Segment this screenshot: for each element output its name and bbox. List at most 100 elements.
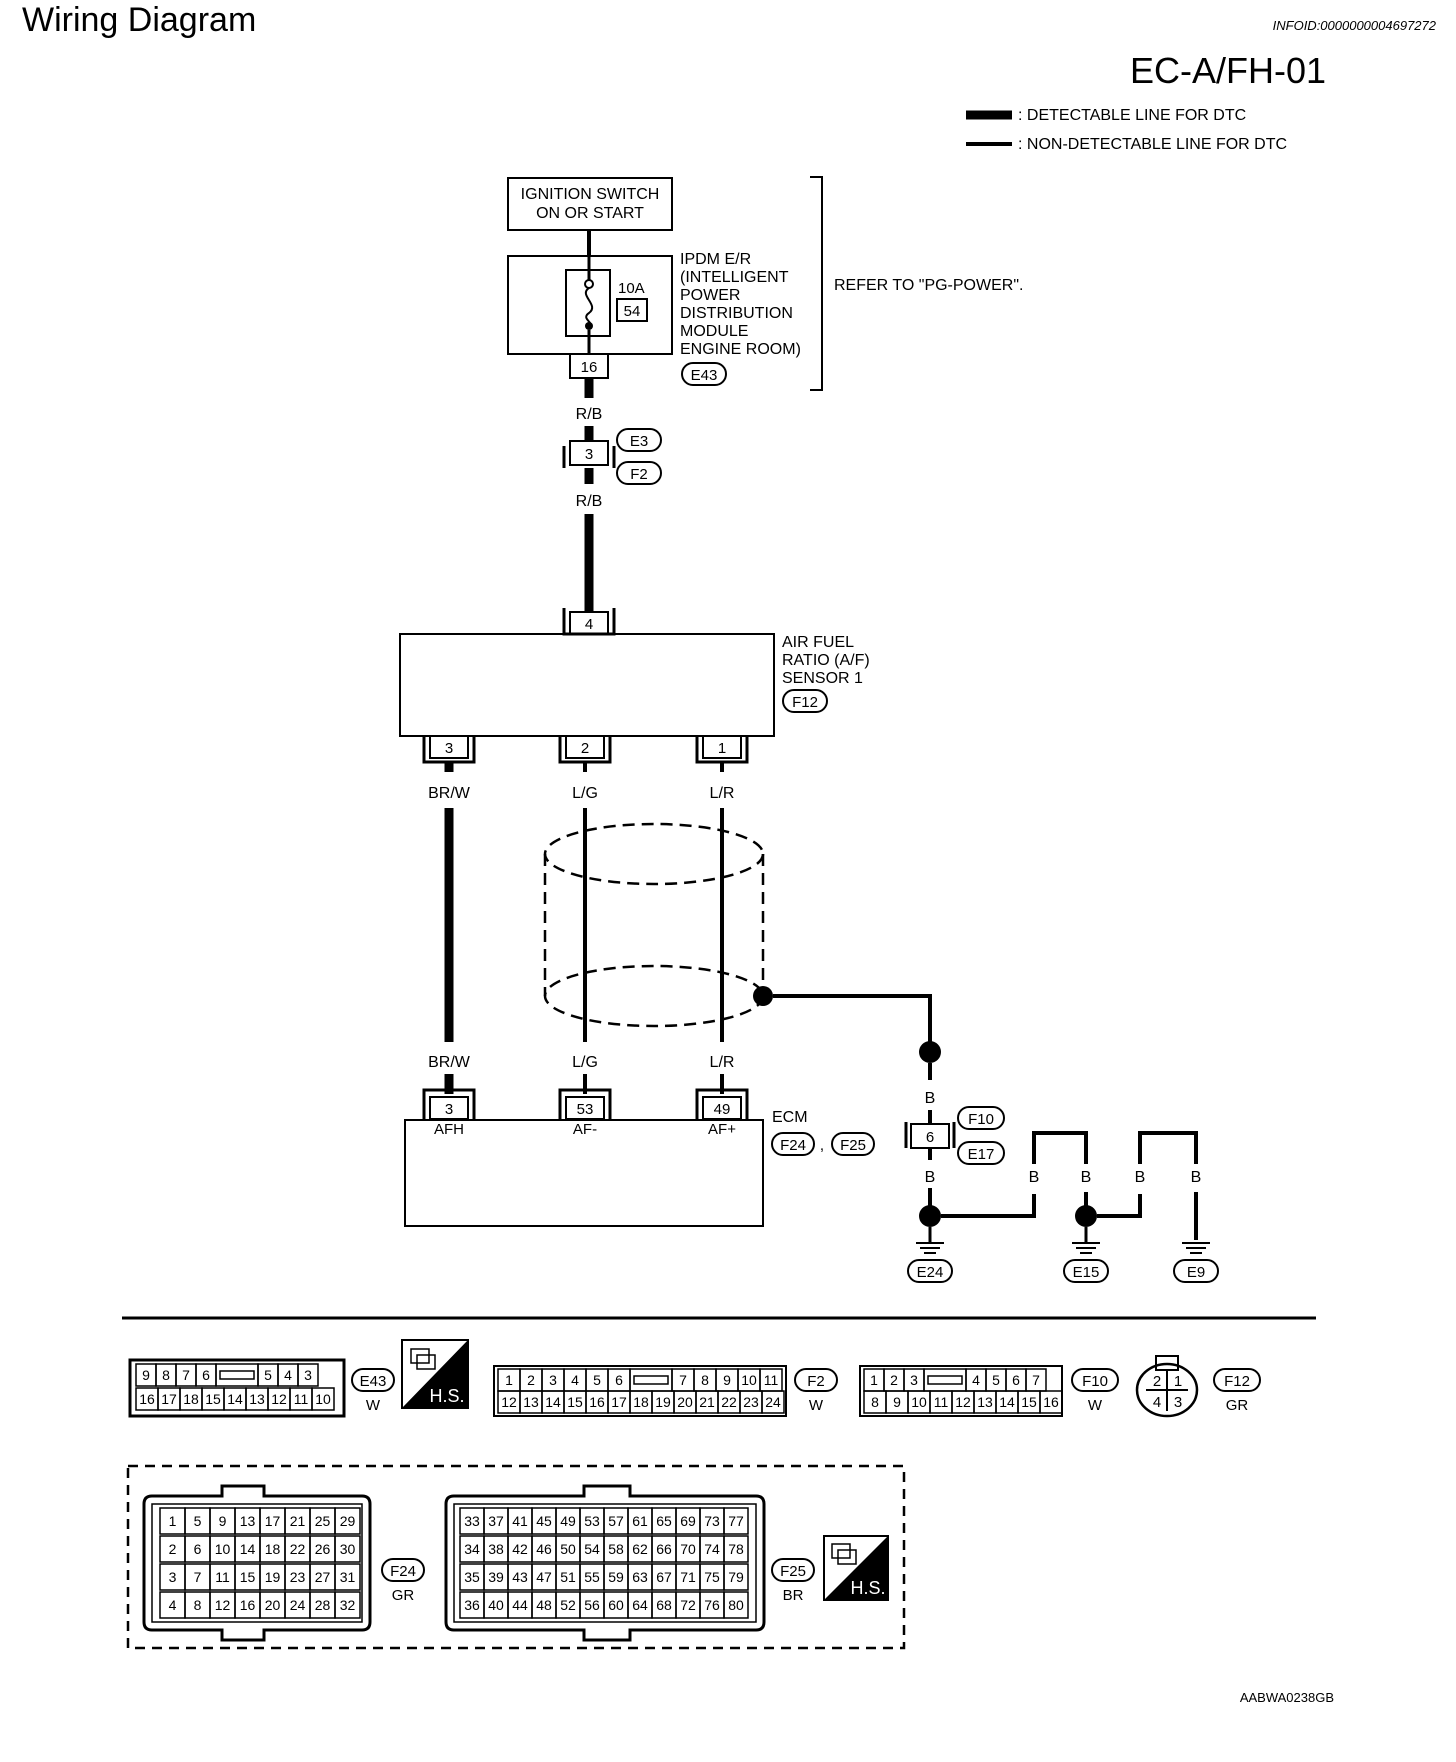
info-id: INFOID:0000000004697272	[1272, 18, 1436, 33]
f25-pin-80: 80	[728, 1597, 744, 1613]
ground-joint-connector: 6 F10 E17	[904, 1106, 1005, 1165]
f25-pin-79: 79	[728, 1569, 744, 1585]
f24-pin-32: 32	[340, 1597, 356, 1613]
wire-label-b-f: B	[1191, 1169, 1202, 1186]
f25-pin-39: 39	[488, 1569, 504, 1585]
connector-latch-slot	[927, 1375, 963, 1385]
f25-pin-44: 44	[512, 1597, 528, 1613]
refer-text: REFER TO "PG-POWER".	[834, 277, 1023, 294]
joint-lower-id: F2	[630, 466, 648, 483]
f10-pin-9: 9	[893, 1394, 901, 1410]
f2-pin-6: 6	[615, 1372, 623, 1388]
f25-pin-60: 60	[608, 1597, 624, 1613]
f25-pin-71: 71	[680, 1569, 696, 1585]
ignition-label-1: IGNITION SWITCH	[521, 186, 660, 203]
e43-pin-6: 6	[202, 1367, 210, 1383]
f25-pin-47: 47	[536, 1569, 552, 1585]
f24-pin-25: 25	[315, 1513, 331, 1529]
f25-pin-46: 46	[536, 1541, 552, 1557]
ecm: 3 53 49 AFH AF- AF+ ECM F24 , F25	[404, 1088, 875, 1227]
ecm-pin-49: 49	[714, 1101, 731, 1118]
f24-pin-22: 22	[290, 1541, 306, 1557]
ecm-pin-53: 53	[577, 1101, 594, 1118]
ground-splice-top	[919, 1041, 941, 1063]
f24-pin-14: 14	[240, 1541, 256, 1557]
f24-pin-27: 27	[315, 1569, 331, 1585]
f12-pin-2: 2	[1153, 1373, 1161, 1390]
ecm-connector-b: F25	[840, 1137, 866, 1154]
f2-id: F2	[807, 1373, 825, 1390]
f24-pin-20: 20	[265, 1597, 281, 1613]
legend-detectable: : DETECTABLE LINE FOR DTC	[1018, 107, 1246, 124]
f2-pin-23: 23	[743, 1394, 759, 1410]
ipdm-label-2: (INTELLIGENT	[680, 269, 789, 286]
f25-pin-36: 36	[464, 1597, 480, 1613]
f2-color: W	[809, 1397, 824, 1414]
f10-pin-6: 6	[1012, 1372, 1020, 1388]
f24-pin-19: 19	[265, 1569, 281, 1585]
f25-pin-57: 57	[608, 1513, 624, 1529]
ecm-label: ECM	[772, 1109, 808, 1126]
e43-pin-18: 18	[183, 1391, 199, 1407]
f2-pin-24: 24	[765, 1394, 781, 1410]
fuse-number: 54	[624, 303, 641, 320]
f24-pin-18: 18	[265, 1541, 281, 1557]
f25-pin-52: 52	[560, 1597, 576, 1613]
f2-pin-13: 13	[523, 1394, 539, 1410]
ipdm-label-4: DISTRIBUTION	[680, 305, 793, 322]
f25-pin-77: 77	[728, 1513, 744, 1529]
f24-pin-7: 7	[194, 1569, 202, 1585]
wire-label-rb-upper: R/B	[576, 406, 603, 423]
ipdm-label-5: MODULE	[680, 323, 748, 340]
f10-pin-12: 12	[955, 1394, 971, 1410]
ipdm-er: 10A 54 16 IPDM E/R (INTELLIGENT POWER DI…	[507, 176, 1023, 391]
f10-pin-11: 11	[934, 1394, 949, 1410]
f10-pin-3: 3	[910, 1372, 918, 1388]
f25-pin-76: 76	[704, 1597, 720, 1613]
sensor-label-1: AIR FUEL	[782, 634, 854, 651]
f2-pin-10: 10	[741, 1372, 757, 1388]
f25-pin-50: 50	[560, 1541, 576, 1557]
ecm-pin-3: 3	[445, 1101, 453, 1118]
wire-label-b-c: B	[1029, 1169, 1040, 1186]
f24-pin-31: 31	[340, 1569, 356, 1585]
ipdm-pin-16: 16	[581, 359, 598, 376]
f25-pin-64: 64	[632, 1597, 648, 1613]
legend-non-detectable: : NON-DETECTABLE LINE FOR DTC	[1018, 136, 1287, 153]
sensor-label-2: RATIO (A/F)	[782, 652, 870, 669]
e43-pin-8: 8	[162, 1367, 170, 1383]
f24-pin-28: 28	[315, 1597, 331, 1613]
f25-pin-53: 53	[584, 1513, 600, 1529]
f24-pin-8: 8	[194, 1597, 202, 1613]
f25-pin-61: 61	[632, 1513, 648, 1529]
f24-pin-5: 5	[194, 1513, 202, 1529]
ipdm-label-1: IPDM E/R	[680, 251, 751, 268]
f10-pin-8: 8	[871, 1394, 879, 1410]
f10-pin-2: 2	[890, 1372, 898, 1388]
wire-label-rb-lower: R/B	[576, 493, 603, 510]
f2-pin-18: 18	[633, 1394, 649, 1410]
sensor-label-3: SENSOR 1	[782, 670, 863, 687]
f24-pin-26: 26	[315, 1541, 331, 1557]
e43-pin-15: 15	[205, 1391, 221, 1407]
e43-pin-11: 11	[294, 1391, 309, 1407]
f25-pin-51: 51	[560, 1569, 576, 1585]
af-sensor: 4 AIR FUEL RATIO (A/F) SENSOR 1 F12 3 2 …	[399, 608, 870, 764]
ground-e24-label: E24	[917, 1264, 944, 1281]
f25-color: BR	[783, 1587, 804, 1604]
fuse-rating: 10A	[618, 280, 645, 297]
wire-label-brw-bottom: BR/W	[428, 1054, 471, 1071]
sensor-pin-1: 1	[718, 740, 726, 757]
f24-pin-24: 24	[290, 1597, 306, 1613]
ignition-label-2: ON OR START	[536, 205, 644, 222]
e43-pin-4: 4	[284, 1367, 292, 1383]
f25-pin-69: 69	[680, 1513, 696, 1529]
f2-pin-16: 16	[589, 1394, 605, 1410]
f25-pin-49: 49	[560, 1513, 576, 1529]
shield-cylinder	[543, 822, 765, 1028]
f2-pin-1: 1	[505, 1372, 513, 1388]
